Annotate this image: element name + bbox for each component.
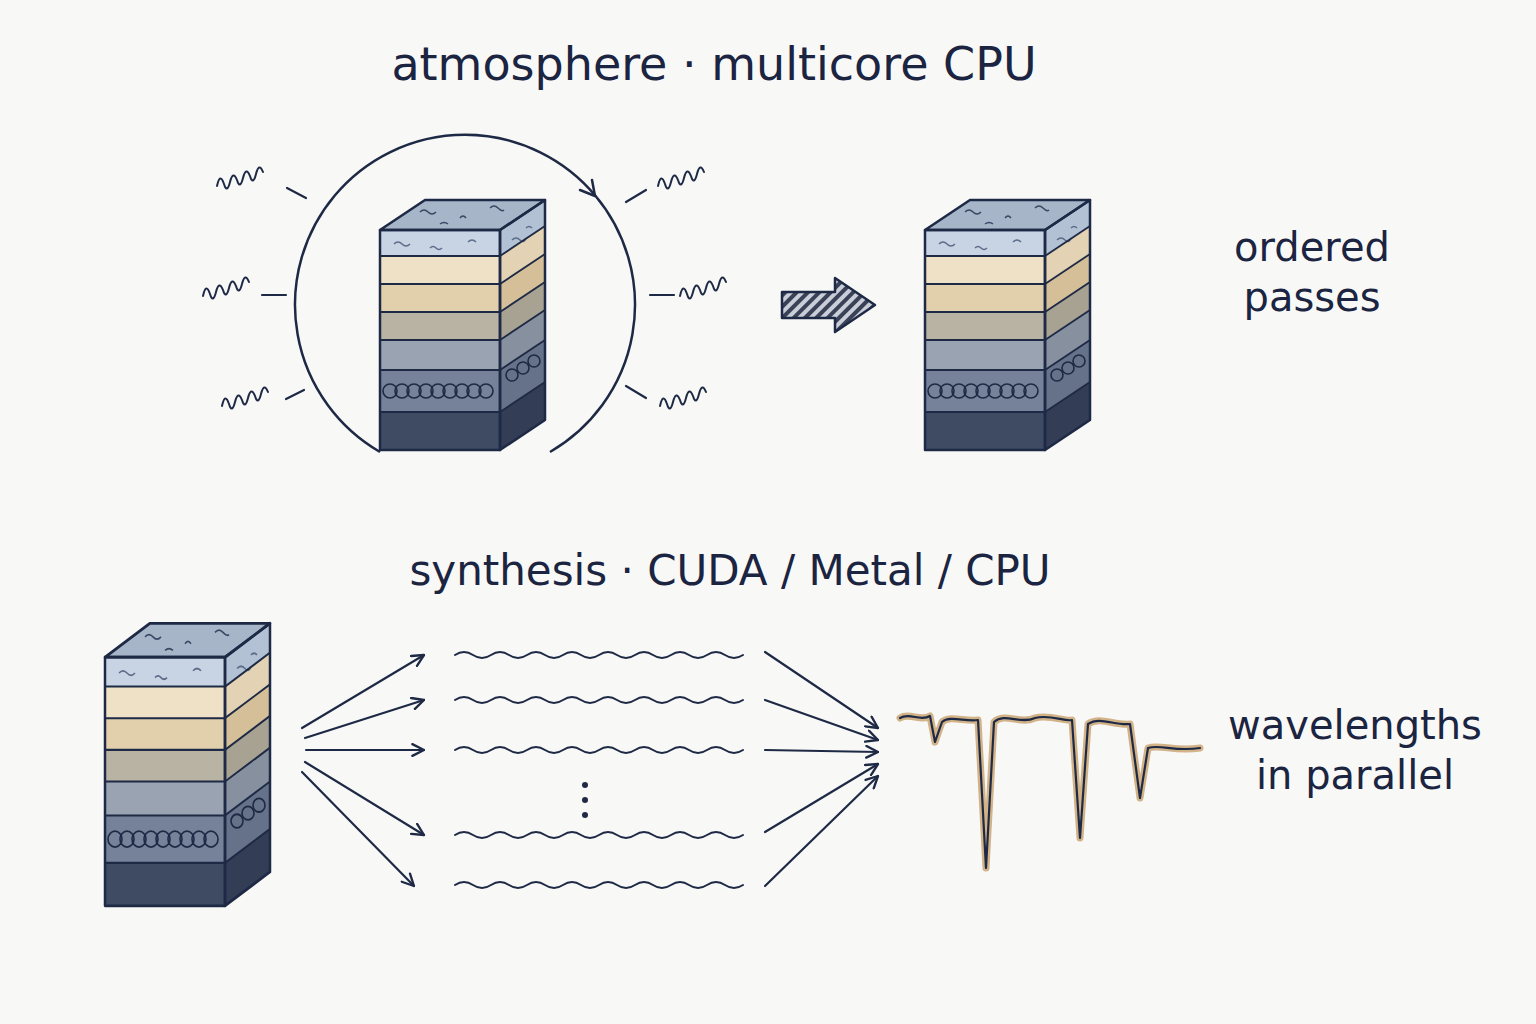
section-heading: synthesis · CUDA / Metal / CPU xyxy=(409,545,1050,598)
atmosphere-column xyxy=(925,200,1090,450)
hatched-arrow xyxy=(782,278,875,332)
wavelength-lines xyxy=(455,652,743,888)
cycle-arc xyxy=(295,135,635,452)
atmosphere-column xyxy=(380,200,545,450)
ellipsis-dots xyxy=(582,782,588,818)
note-text: ordered passes xyxy=(1207,222,1417,322)
cycle-arrowhead xyxy=(580,180,595,196)
note-text: wavelengths in parallel xyxy=(1218,700,1493,800)
atmosphere-column xyxy=(105,623,270,906)
spectrum-line xyxy=(900,716,1200,868)
fan-out-arrows xyxy=(302,655,424,886)
section-heading: atmosphere · multicore CPU xyxy=(391,36,1036,94)
fan-in-arrows xyxy=(765,652,878,886)
